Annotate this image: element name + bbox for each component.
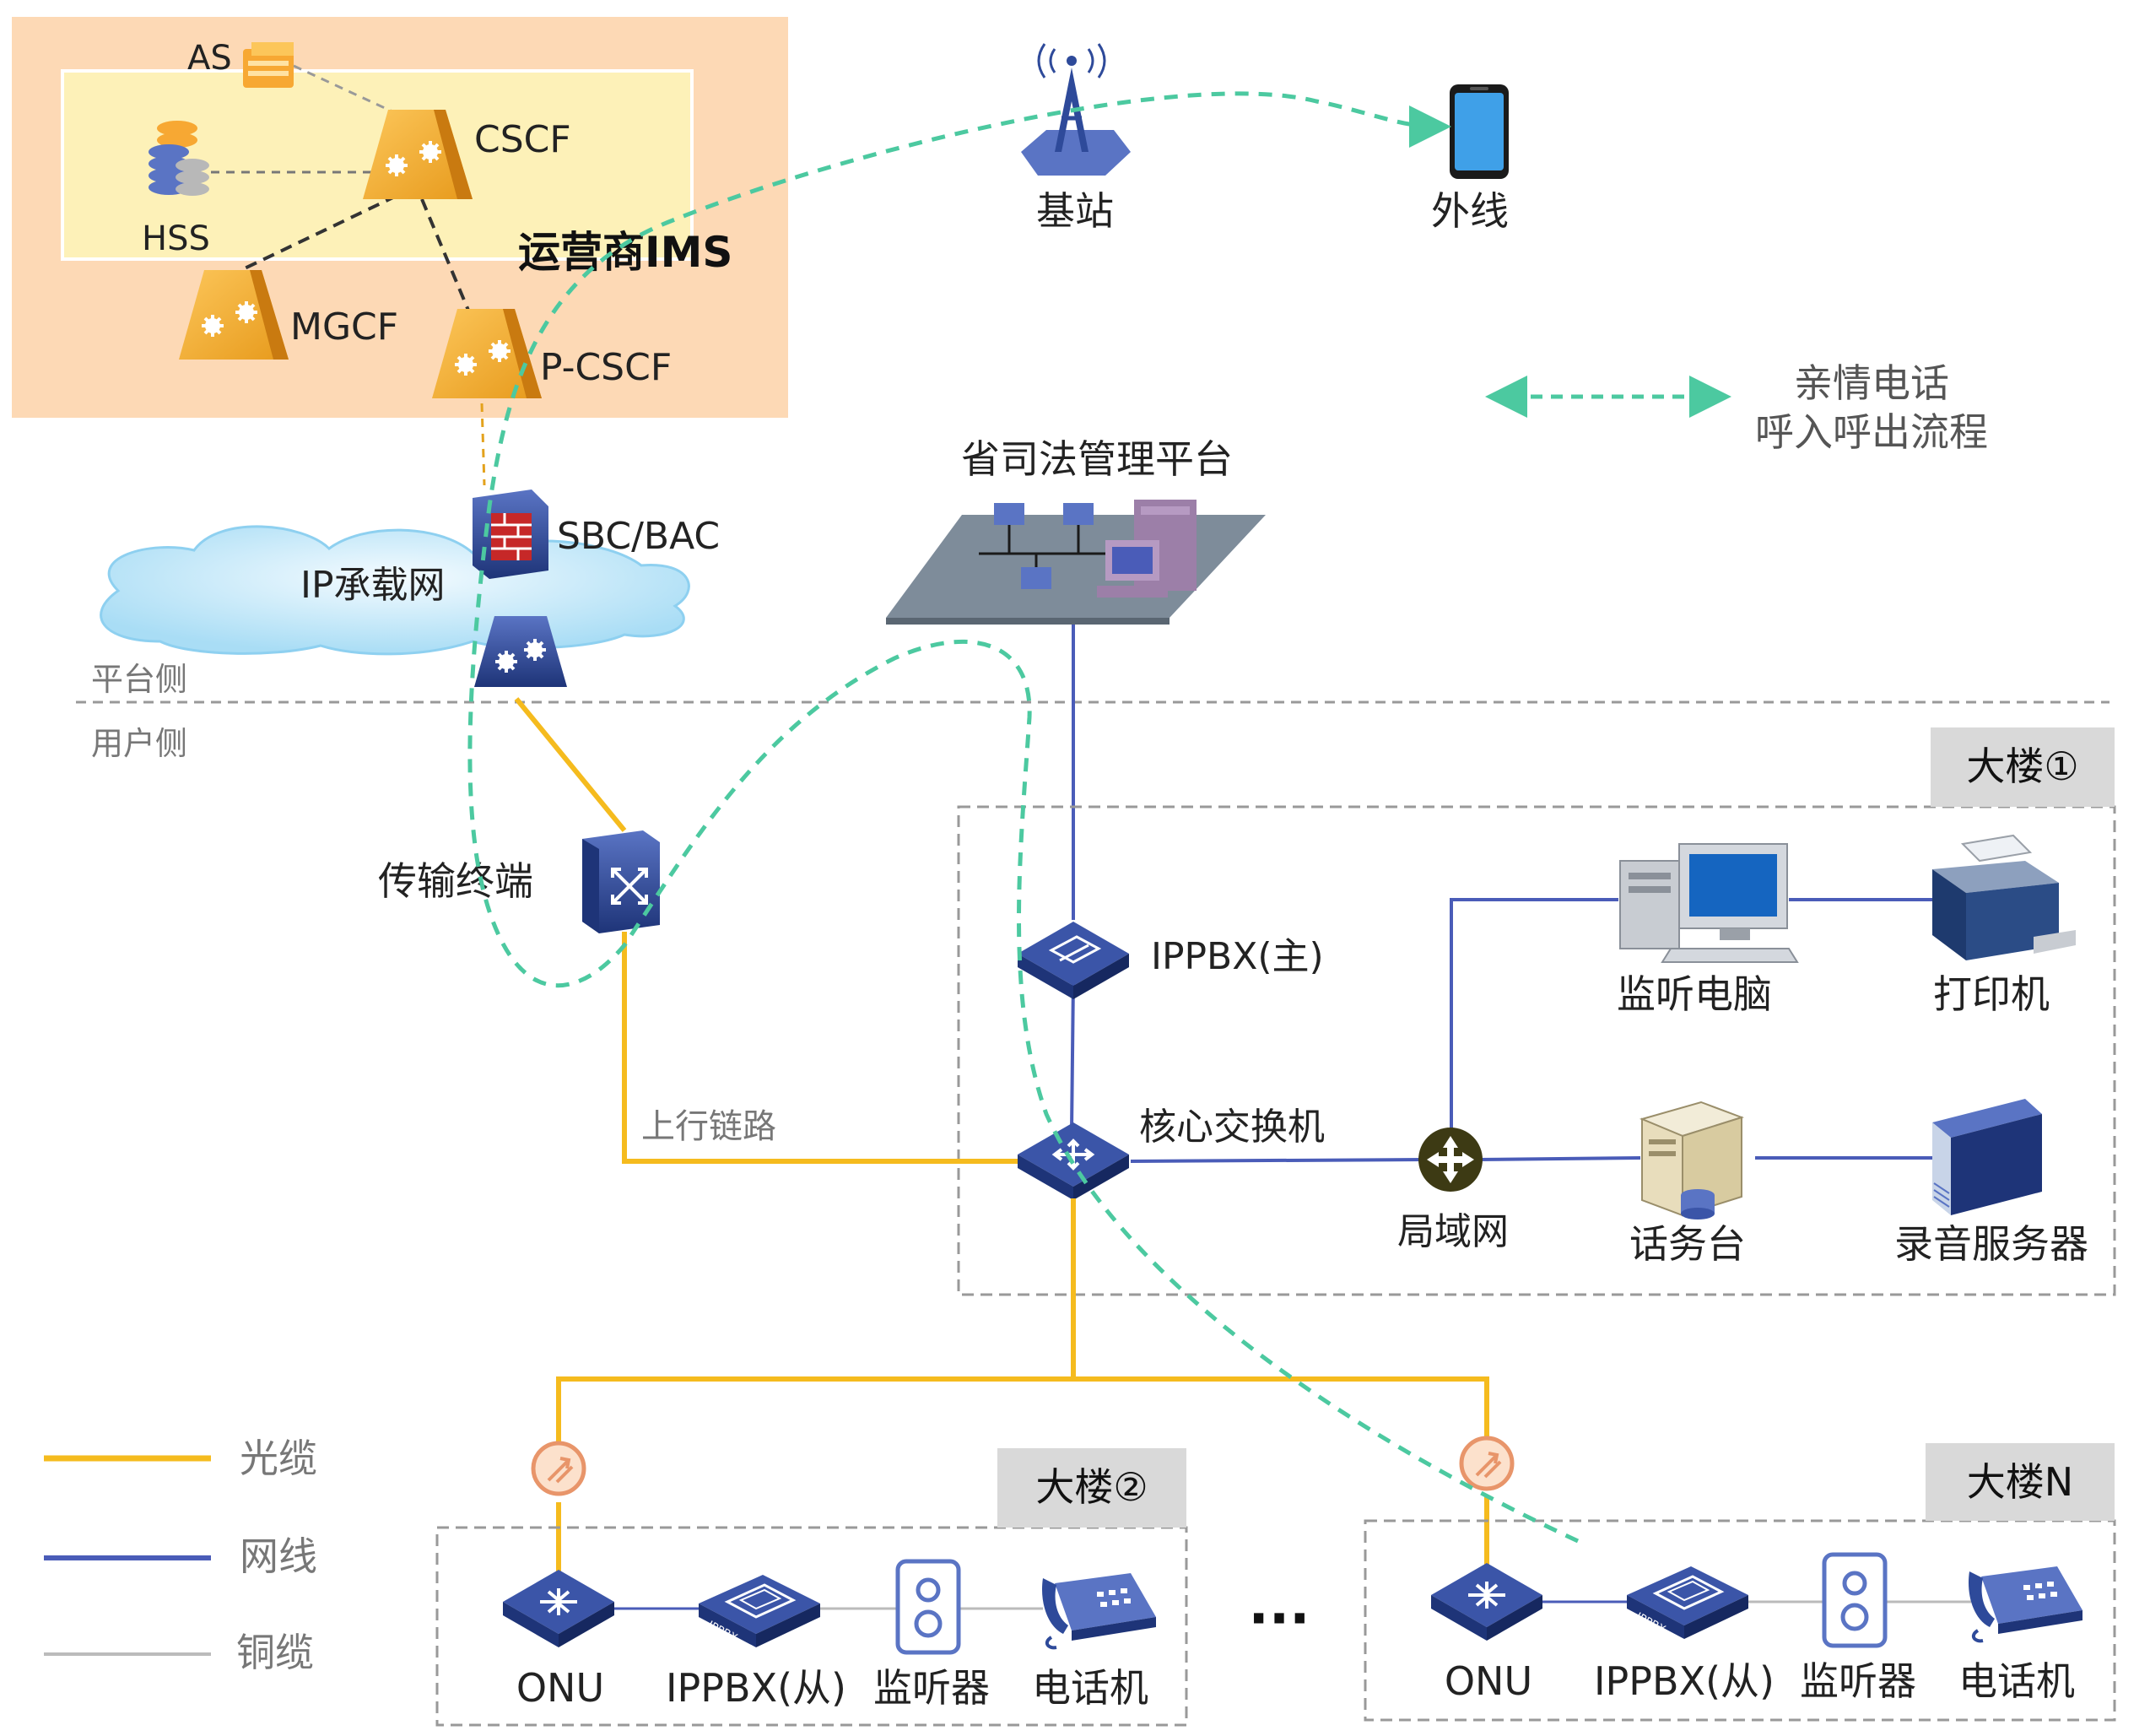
ippbx-slave-icon: IPPBX: [699, 1575, 820, 1647]
monitor-pc-icon: [1619, 843, 1799, 963]
ippbx-slave-icon: IPPBX: [1627, 1566, 1748, 1639]
console-label: 话务台: [1629, 1221, 1746, 1267]
recording-server-icon: [1932, 1099, 2042, 1215]
hss-database-icon: [149, 121, 209, 196]
recording-server-label: 录音服务器: [1894, 1221, 2088, 1267]
desk-phone-label: 电话机: [1958, 1658, 2075, 1704]
monitor-device-icon: [1822, 1552, 1888, 1648]
base-station-icon: [1021, 43, 1131, 176]
building1-title: 大楼①: [1966, 744, 2078, 789]
sbc-label: SBC/BAC: [557, 515, 720, 558]
desk-phone-icon: [1969, 1566, 2082, 1643]
building1-region: [957, 805, 2116, 1296]
onu-label: ONU: [516, 1665, 604, 1711]
uplink-label: 上行链路: [641, 1107, 776, 1146]
platform-network-icon: [886, 500, 1266, 625]
flow-legend-line1: 亲情电话: [1794, 360, 1949, 406]
pcscf-gear-icon: [432, 309, 542, 398]
onu-icon: [503, 1570, 614, 1647]
printer-icon: [1932, 834, 2076, 960]
legend-copper-label: 铜缆: [236, 1630, 314, 1675]
uplink-fiber: [622, 932, 1018, 1164]
desk-phone-label: 电话机: [1032, 1665, 1148, 1711]
platform-title: 省司法管理平台: [961, 436, 1233, 482]
building1-tag: [1931, 727, 2115, 807]
sbc-firewall-icon: [473, 489, 548, 579]
ims-title: 运营商IMS: [518, 228, 732, 277]
transport-terminal-label: 传输终端: [378, 858, 533, 904]
transport-terminal-icon: [582, 830, 660, 933]
monitor-device-icon: [895, 1559, 961, 1655]
buildingN-tag: [1926, 1443, 2115, 1521]
base-station-label: 基站: [1036, 188, 1114, 234]
flow-legend-line2: 呼入呼出流程: [1755, 409, 1988, 455]
ippbx-slave-label: IPPBX(从): [666, 1665, 846, 1711]
ippbx-slave-label: IPPBX(从): [1594, 1658, 1775, 1704]
building2-region: [435, 1526, 1188, 1727]
buildingN-region: [1364, 1519, 2116, 1722]
buildingN-title: 大楼N: [1967, 1459, 2073, 1505]
hss-label: HSS: [142, 219, 210, 258]
as-server-icon: [243, 42, 294, 88]
onu-label: ONU: [1445, 1658, 1532, 1704]
desk-phone-icon: [1042, 1573, 1156, 1650]
core-switch-label: 核心交换机: [1139, 1106, 1325, 1149]
console-server-icon: [1639, 1101, 1745, 1220]
ip-network-label: IP承载网: [300, 564, 446, 607]
as-label: AS: [187, 39, 232, 78]
platform-side-label: 平台侧: [91, 661, 187, 698]
legend-fiber-label: 光缆: [240, 1436, 317, 1481]
building2-tag: [997, 1448, 1186, 1528]
user-side-label: 用户侧: [91, 725, 187, 762]
monitor-device-label: 监听器: [1800, 1658, 1916, 1704]
cscf-gear-icon: [363, 110, 473, 199]
onu-icon: [1431, 1563, 1542, 1641]
monitor-device-label: 监听器: [873, 1665, 990, 1711]
call-flow-path-outbound: [467, 91, 1580, 1544]
legend-ethernet-label: 网线: [240, 1533, 317, 1579]
monitor-pc-label: 监听电脑: [1617, 971, 1772, 1017]
core-switch-icon: [1018, 1122, 1129, 1200]
optical-splitter-icon: [531, 1441, 586, 1496]
buildings-ellipsis: ···: [1249, 1588, 1310, 1651]
outside-line-label: 外线: [1431, 188, 1509, 234]
printer-label: 打印机: [1933, 971, 2050, 1017]
cscf-label: CSCF: [474, 118, 571, 161]
mgcf-gear-icon: [179, 270, 289, 360]
ippbx-main-icon: [1018, 922, 1129, 999]
lan-label: 局域网: [1397, 1210, 1509, 1253]
pcscf-label: P-CSCF: [540, 346, 672, 389]
optical-splitter-icon: [1459, 1436, 1515, 1491]
ippbx-main-label: IPPBX(主): [1151, 935, 1324, 978]
lan-router-icon: [1418, 1128, 1483, 1192]
building2-title: 大楼②: [1035, 1464, 1148, 1510]
gateway-gear-icon: [474, 616, 567, 687]
mobile-phone-icon: [1450, 84, 1509, 179]
mgcf-label: MGCF: [290, 306, 398, 349]
